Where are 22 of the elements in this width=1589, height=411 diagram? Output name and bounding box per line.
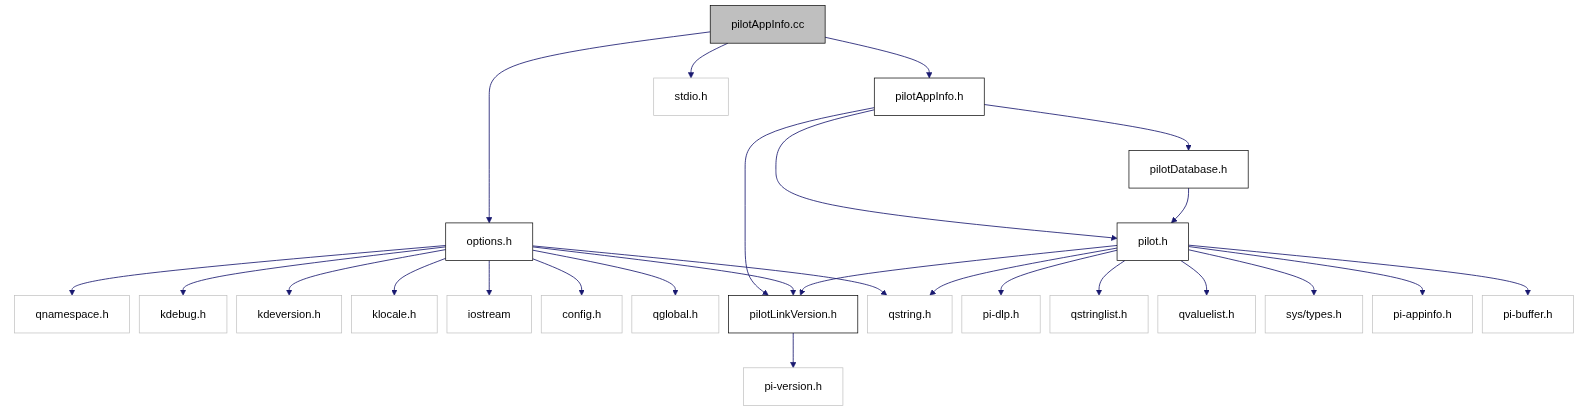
- node-box: pi-dlp.h: [962, 295, 1042, 334]
- node-box: pilotAppInfo.cc: [710, 5, 826, 44]
- node-box: pilotLinkVersion.h: [728, 295, 859, 334]
- node-box: qvaluelist.h: [1158, 295, 1257, 334]
- node-box: kdeversion.h: [236, 295, 343, 334]
- node-box: qstring.h: [867, 295, 953, 334]
- node-box: kdebug.h: [139, 295, 228, 334]
- node-box: sys/types.h: [1265, 295, 1364, 334]
- node-box: pilotAppInfo.h: [874, 77, 986, 116]
- node-box: qnamespace.h: [14, 295, 131, 334]
- node-box: pi-version.h: [743, 367, 844, 406]
- node-box: config.h: [541, 295, 623, 334]
- node-box: options.h: [445, 222, 534, 261]
- node-box: klocale.h: [351, 295, 439, 334]
- node-box: qglobal.h: [631, 295, 720, 334]
- node-box: pilotDatabase.h: [1129, 150, 1250, 189]
- node-box: pilot.h: [1117, 222, 1190, 261]
- node-box: iostream: [447, 295, 533, 334]
- node-box: stdio.h: [653, 77, 730, 116]
- node-box: pi-appinfo.h: [1372, 295, 1474, 334]
- node-box: qstringlist.h: [1050, 295, 1149, 334]
- node-box: pi-buffer.h: [1482, 295, 1575, 334]
